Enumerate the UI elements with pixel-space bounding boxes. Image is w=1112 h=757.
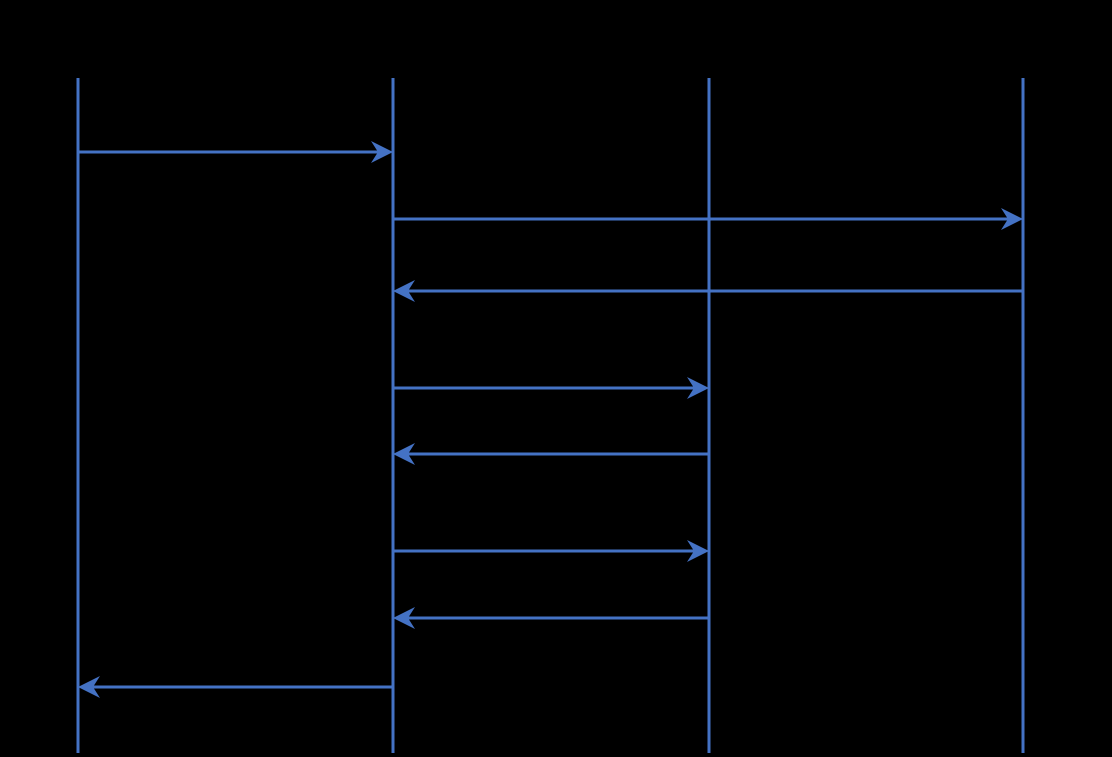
message-arrow-6-head — [687, 540, 709, 562]
message-arrow-8-head — [78, 676, 100, 698]
message-arrow-7 — [393, 607, 709, 629]
message-arrow-5-head — [393, 443, 415, 465]
message-arrow-1 — [78, 141, 393, 163]
message-arrow-2 — [393, 208, 1023, 230]
message-arrow-3-head — [393, 280, 415, 302]
message-arrow-7-head — [393, 607, 415, 629]
message-arrow-4 — [393, 377, 709, 399]
message-arrow-3 — [393, 280, 1023, 302]
message-arrow-1-head — [371, 141, 393, 163]
message-arrow-8 — [78, 676, 393, 698]
message-arrow-5 — [393, 443, 709, 465]
message-arrow-2-head — [1001, 208, 1023, 230]
message-arrow-4-head — [687, 377, 709, 399]
message-arrow-6 — [393, 540, 709, 562]
